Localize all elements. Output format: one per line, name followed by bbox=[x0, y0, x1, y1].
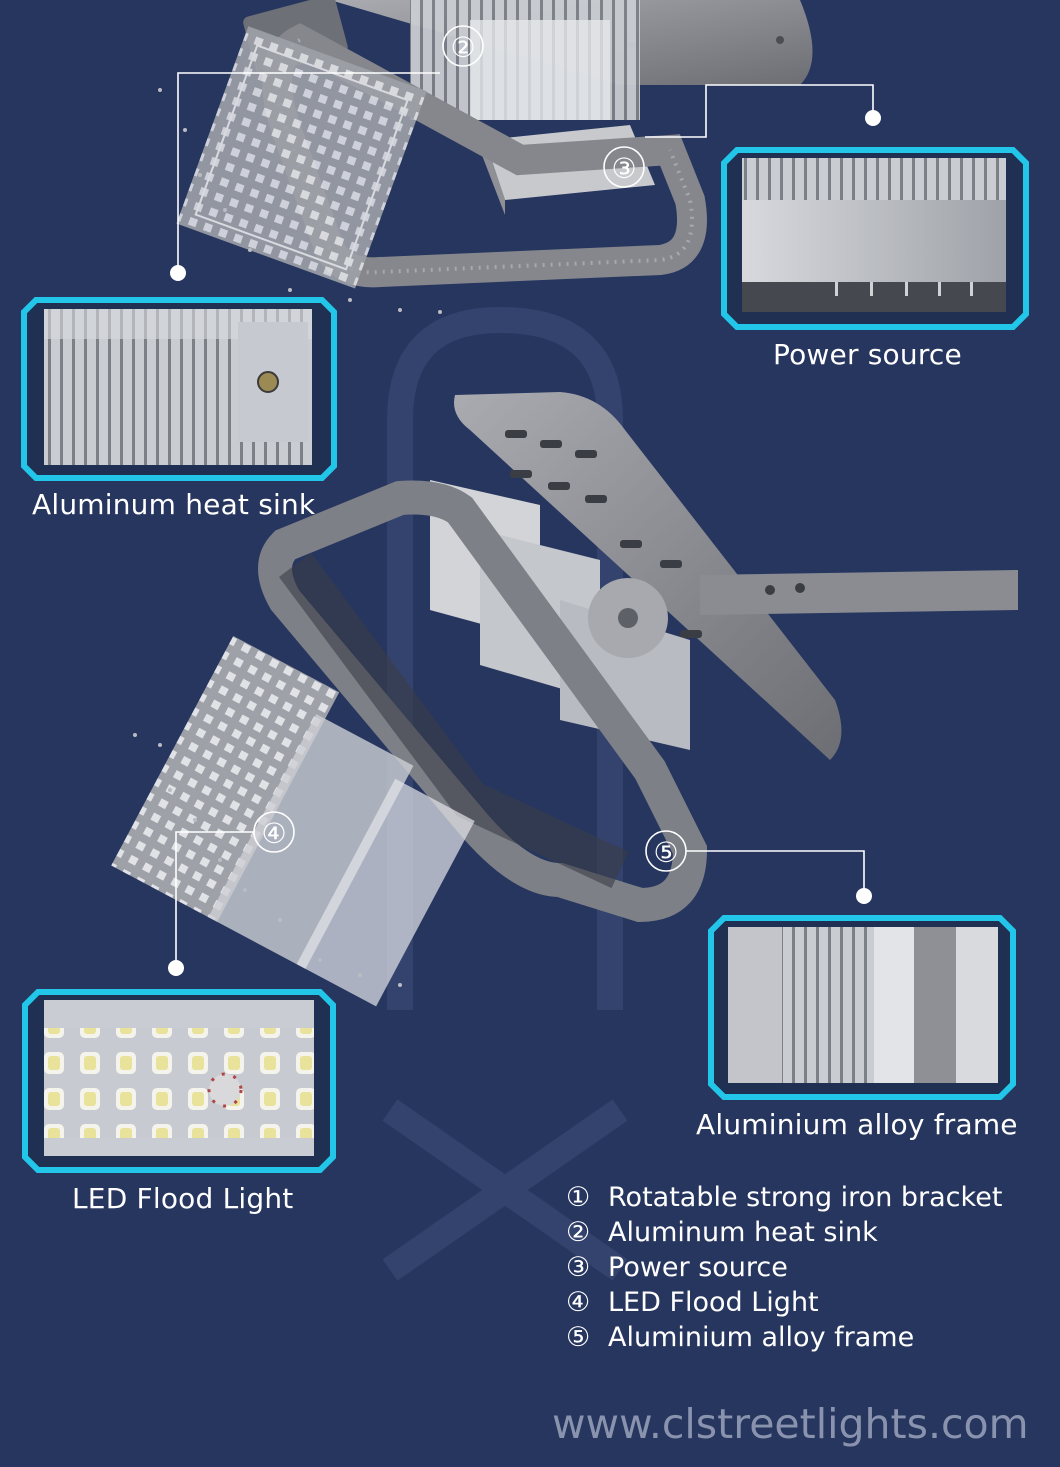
caption-alloy-frame: Aluminium alloy frame bbox=[696, 1108, 1018, 1141]
leader-lines-bottom bbox=[175, 831, 865, 968]
legend-item: ② Aluminum heat sink bbox=[566, 1215, 1002, 1250]
leader-lines-top bbox=[177, 72, 874, 273]
legend-number: ① bbox=[566, 1182, 591, 1213]
bottom-assembly bbox=[111, 392, 1018, 1007]
legend-text: Aluminium alloy frame bbox=[608, 1322, 915, 1353]
marker-3: ③ bbox=[603, 146, 645, 188]
caption-heat-sink: Aluminum heat sink bbox=[32, 488, 316, 521]
legend-item: ① Rotatable strong iron bracket bbox=[566, 1180, 1002, 1215]
legend-item: ⑤ Aluminium alloy frame bbox=[566, 1320, 1002, 1355]
svg-text:③: ③ bbox=[611, 152, 636, 185]
legend-item: ④ LED Flood Light bbox=[566, 1285, 1002, 1320]
legend-number: ③ bbox=[566, 1252, 591, 1283]
svg-text:②: ② bbox=[450, 31, 475, 64]
alloy-frame-callout-frame bbox=[708, 915, 1016, 1100]
background-watermark bbox=[382, 306, 628, 1281]
svg-text:⑤: ⑤ bbox=[653, 836, 678, 869]
svg-text:④: ④ bbox=[261, 817, 286, 850]
component-legend: ① Rotatable strong iron bracket ② Aluminum… bbox=[566, 1180, 1002, 1355]
legend-text: Rotatable strong iron bracket bbox=[608, 1182, 1003, 1213]
caption-led-flood-light: LED Flood Light bbox=[72, 1182, 294, 1215]
legend-number: ④ bbox=[566, 1287, 591, 1318]
caption-power-source: Power source bbox=[773, 338, 962, 371]
website-url: www.clstreetlights.com bbox=[552, 1400, 1029, 1448]
legend-number: ② bbox=[566, 1217, 591, 1248]
legend-item: ③ Power source bbox=[566, 1250, 1002, 1285]
legend-text: LED Flood Light bbox=[608, 1287, 819, 1318]
legend-text: Aluminum heat sink bbox=[608, 1217, 878, 1248]
marker-5: ⑤ bbox=[645, 830, 687, 872]
legend-text: Power source bbox=[608, 1252, 788, 1283]
led-flood-light-callout-frame bbox=[22, 989, 336, 1173]
heat-sink-callout-frame bbox=[21, 297, 337, 481]
marker-2: ② bbox=[442, 25, 484, 67]
legend-number: ⑤ bbox=[566, 1322, 591, 1353]
power-source-callout-frame bbox=[721, 147, 1029, 330]
top-assembly bbox=[158, 0, 813, 314]
